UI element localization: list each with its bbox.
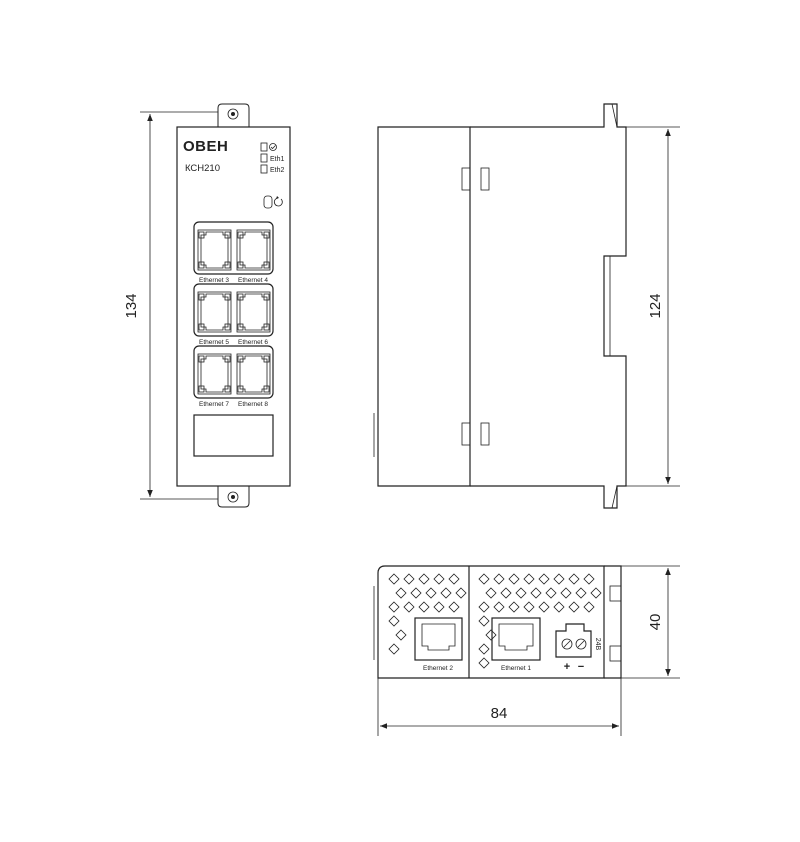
- port-ethernet-7: Ethernet 7: [197, 353, 232, 408]
- svg-text:Eth1: Eth1: [270, 156, 285, 163]
- port-group-3: Ethernet 7 Ethernet 8: [193, 345, 274, 408]
- port-ethernet-8: Ethernet 8: [236, 353, 271, 408]
- dimension-bottom-depth: 40: [647, 614, 664, 631]
- port-ethernet-6: Ethernet 6: [236, 291, 271, 346]
- indicator-eth2: Eth2: [260, 164, 285, 174]
- power-terminal: + − 24В: [555, 623, 601, 673]
- indicator-status: [260, 142, 277, 152]
- svg-text:+: +: [564, 661, 570, 673]
- reset-button-icon: [263, 195, 283, 209]
- ventilation-grid: [388, 573, 602, 669]
- label-panel: [193, 414, 274, 457]
- svg-text:Ethernet 2: Ethernet 2: [423, 665, 453, 672]
- port-label: Ethernet 7: [199, 401, 229, 408]
- svg-text:Eth2: Eth2: [270, 167, 285, 174]
- port-ethernet-4: Ethernet 4: [236, 229, 271, 284]
- port-group-1: Ethernet 3 Ethernet 4: [193, 221, 274, 284]
- svg-text:Ethernet 1: Ethernet 1: [501, 665, 531, 672]
- port-label: Ethernet 4: [238, 277, 268, 284]
- power-voltage-label: 24В: [594, 638, 601, 651]
- port-label: Ethernet 5: [199, 339, 229, 346]
- port-label: Ethernet 8: [238, 401, 268, 408]
- port-ethernet-1: Ethernet 1: [491, 617, 541, 672]
- port-ethernet-2: Ethernet 2: [414, 617, 463, 672]
- port-label: Ethernet 6: [238, 339, 268, 346]
- dimension-bottom-width: 84: [491, 705, 508, 722]
- port-label: Ethernet 3: [199, 277, 229, 284]
- side-view: 124: [373, 103, 680, 509]
- port-group-2: Ethernet 5 Ethernet 6: [193, 283, 274, 346]
- indicator-eth1: Eth1: [260, 153, 285, 163]
- dimension-front-height: 134: [123, 293, 140, 318]
- svg-text:−: −: [578, 661, 584, 673]
- bottom-view: Ethernet 2 Ethernet 1 + − 24В 40 84: [373, 565, 680, 736]
- port-ethernet-5: Ethernet 5: [197, 291, 232, 346]
- dimension-side-height: 124: [647, 293, 664, 318]
- port-ethernet-3: Ethernet 3: [197, 229, 232, 284]
- model-label: КСН210: [185, 163, 220, 174]
- brand-logo: ОВЕН: [183, 138, 228, 155]
